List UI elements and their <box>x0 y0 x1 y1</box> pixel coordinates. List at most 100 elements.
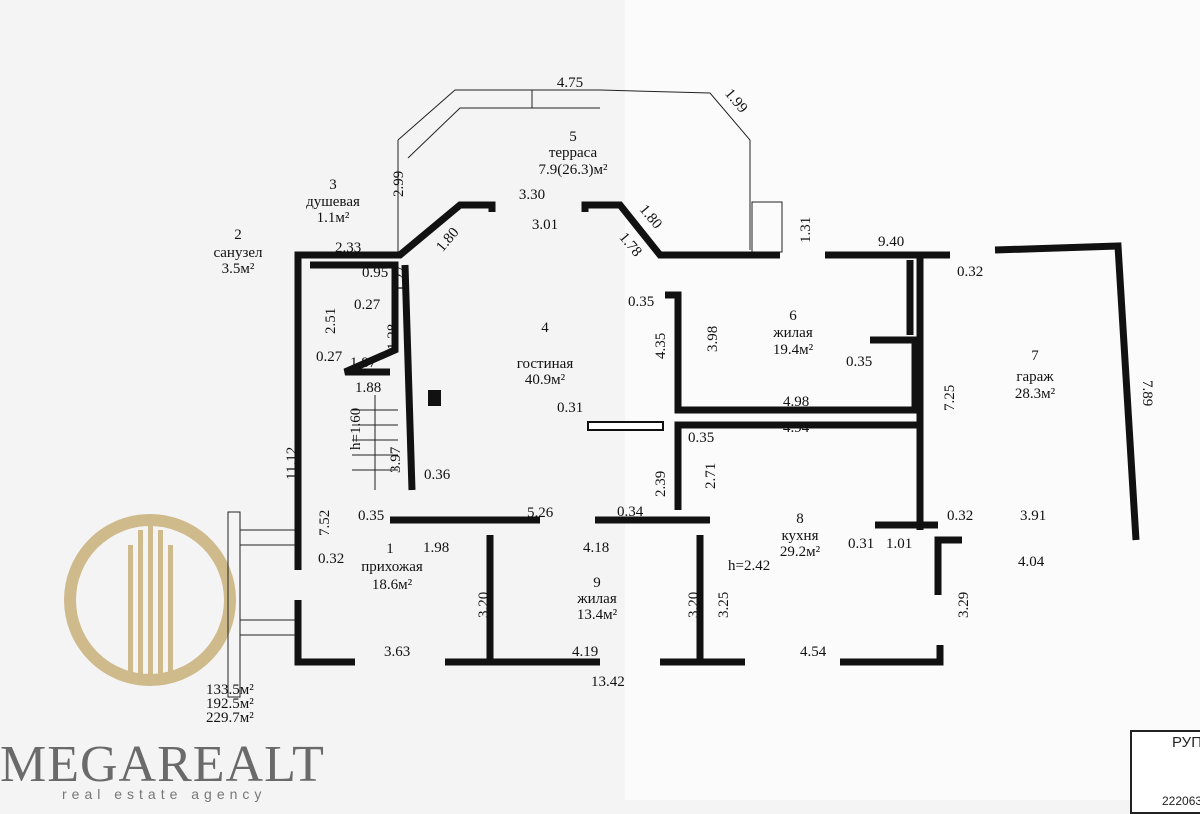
svg-text:0.31: 0.31 <box>557 400 583 416</box>
svg-text:1.27: 1.27 <box>393 265 409 292</box>
svg-text:40.9м²: 40.9м² <box>525 372 566 388</box>
svg-text:кухня: кухня <box>781 528 818 544</box>
entrance-steps <box>227 511 295 698</box>
svg-text:1.1м²: 1.1м² <box>317 210 350 226</box>
svg-text:2.39: 2.39 <box>653 471 669 497</box>
svg-text:5.26: 5.26 <box>527 505 554 521</box>
svg-text:3.25: 3.25 <box>716 592 732 618</box>
svg-text:0.32: 0.32 <box>318 551 344 567</box>
svg-text:h=2.42: h=2.42 <box>728 558 770 574</box>
svg-text:терраса: терраса <box>549 145 598 161</box>
svg-text:0.27: 0.27 <box>354 297 381 313</box>
svg-text:2.99: 2.99 <box>391 171 407 197</box>
svg-text:0.27: 0.27 <box>316 349 343 365</box>
svg-text:5: 5 <box>569 129 577 145</box>
svg-text:4.19: 4.19 <box>572 644 598 660</box>
logo-tagline: real estate agency <box>62 786 267 802</box>
svg-text:0.31: 0.31 <box>848 536 874 552</box>
svg-text:4.35: 4.35 <box>653 333 669 359</box>
svg-text:4.75: 4.75 <box>557 75 583 91</box>
svg-text:4.54: 4.54 <box>800 644 827 660</box>
svg-text:гостиная: гостиная <box>517 356 574 372</box>
svg-text:3.5м²: 3.5м² <box>222 261 255 277</box>
svg-text:0.35: 0.35 <box>688 430 714 446</box>
svg-text:1.80: 1.80 <box>433 225 462 255</box>
svg-text:жилая: жилая <box>772 325 813 341</box>
svg-text:1: 1 <box>386 541 394 557</box>
svg-text:3.20: 3.20 <box>686 592 702 618</box>
svg-text:13.42: 13.42 <box>591 674 625 690</box>
svg-text:3: 3 <box>329 177 337 193</box>
svg-text:4.18: 4.18 <box>583 540 609 556</box>
svg-text:3.97: 3.97 <box>388 446 404 473</box>
svg-text:13.4м²: 13.4м² <box>577 607 618 623</box>
stamp-number: 222063 <box>1162 794 1200 808</box>
svg-text:11.12: 11.12 <box>284 447 300 480</box>
svg-text:29.2м²: 29.2м² <box>780 544 821 560</box>
svg-text:6: 6 <box>789 308 797 324</box>
svg-text:3.91: 3.91 <box>1020 508 1046 524</box>
svg-text:2.51: 2.51 <box>323 308 339 334</box>
area-totals: 133.5м² 192.5м² 229.7м² <box>206 682 254 726</box>
svg-text:8: 8 <box>796 511 804 527</box>
svg-text:4.94: 4.94 <box>783 420 810 436</box>
svg-text:18.6м²: 18.6м² <box>372 577 413 593</box>
staircase <box>352 395 398 490</box>
svg-text:0.32: 0.32 <box>957 264 983 280</box>
svg-text:7.25: 7.25 <box>942 385 958 411</box>
svg-text:9.40: 9.40 <box>878 234 904 250</box>
svg-text:7: 7 <box>1031 348 1039 364</box>
svg-text:1.87: 1.87 <box>350 355 377 371</box>
svg-text:9: 9 <box>593 575 601 591</box>
svg-text:7.9(26.3)м²: 7.9(26.3)м² <box>539 162 608 178</box>
svg-text:0.35: 0.35 <box>358 508 384 524</box>
svg-text:7.89: 7.89 <box>1139 380 1155 406</box>
svg-text:192.5м²: 192.5м² <box>206 696 254 712</box>
title-block-stamp: РУП 222063 <box>1130 730 1200 814</box>
svg-text:0.35: 0.35 <box>846 354 872 370</box>
svg-text:1.31: 1.31 <box>798 217 814 243</box>
logo-emblem <box>64 514 236 686</box>
svg-text:3.98: 3.98 <box>705 326 721 352</box>
svg-text:0.35: 0.35 <box>628 294 654 310</box>
walls <box>294 201 1140 666</box>
svg-text:жилая: жилая <box>576 591 617 607</box>
room-label-1: 1 прихожая 18.6м² <box>361 541 423 593</box>
svg-text:4: 4 <box>541 320 549 336</box>
svg-text:0.36: 0.36 <box>424 467 451 483</box>
svg-text:28.3м²: 28.3м² <box>1015 386 1056 402</box>
svg-text:19.4м²: 19.4м² <box>773 342 814 358</box>
svg-text:1.88: 1.88 <box>355 380 381 396</box>
svg-text:3.63: 3.63 <box>384 644 410 660</box>
logo-wordmark: MEGAREALT <box>0 736 325 793</box>
svg-text:0.95: 0.95 <box>362 265 388 281</box>
svg-text:2.33: 2.33 <box>335 240 361 256</box>
svg-text:3.01: 3.01 <box>532 217 558 233</box>
svg-text:гараж: гараж <box>1016 369 1054 385</box>
svg-text:229.7м²: 229.7м² <box>206 710 254 726</box>
stamp-title: РУП <box>1172 734 1200 751</box>
svg-text:h=1.60: h=1.60 <box>348 408 364 450</box>
dimension-labels: 4.75 1.99 3.30 3.01 1.80 1.78 1.80 2.99 … <box>284 75 1155 690</box>
svg-text:4.98: 4.98 <box>783 394 809 410</box>
terrace-outline <box>397 89 783 255</box>
svg-text:душевая: душевая <box>306 194 360 210</box>
svg-text:2.71: 2.71 <box>703 463 719 489</box>
svg-text:133.5м²: 133.5м² <box>206 682 254 698</box>
svg-text:прихожая: прихожая <box>361 559 423 575</box>
svg-text:4.04: 4.04 <box>1018 554 1045 570</box>
svg-text:1.98: 1.98 <box>423 540 449 556</box>
svg-text:0.34: 0.34 <box>617 504 644 520</box>
svg-text:1.01: 1.01 <box>886 536 912 552</box>
svg-text:0.32: 0.32 <box>947 508 973 524</box>
svg-text:3.20: 3.20 <box>476 592 492 618</box>
svg-text:2: 2 <box>234 227 242 243</box>
